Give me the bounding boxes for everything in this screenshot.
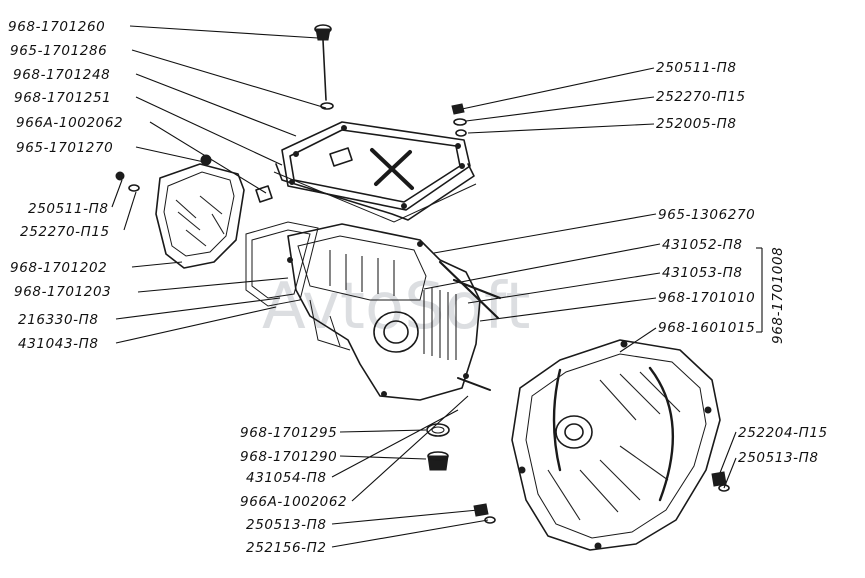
label-r2: 252270-П15 <box>656 89 746 105</box>
leader-r8 <box>619 327 657 353</box>
label-r6: 431053-П8 <box>662 265 743 281</box>
labels-left: 968-1701260 965-1701286 968-1701248 968-… <box>8 19 123 352</box>
leader-r4 <box>433 213 657 254</box>
labels-right: 250511-П8 252270-П15 252005-П8 965-13062… <box>656 60 828 466</box>
leader-l6 <box>135 146 205 163</box>
label-l6: 965-1701270 <box>16 140 113 156</box>
leader-r2 <box>465 96 655 122</box>
main-housing-part <box>287 223 502 401</box>
gasket-part <box>245 221 319 307</box>
leader-b5 <box>331 509 479 525</box>
group-label: 968-1701008 <box>770 247 786 344</box>
label-b3: 431054-П8 <box>246 470 327 486</box>
leader-r9 <box>717 431 737 479</box>
label-r7: 968-1701010 <box>658 290 755 306</box>
leader-r5 <box>423 243 661 290</box>
label-l9: 968-1701202 <box>10 260 107 276</box>
leader-l10 <box>137 277 289 293</box>
leader-r7 <box>479 297 657 322</box>
leader-l7 <box>111 179 123 208</box>
label-l11: 216330-П8 <box>18 312 99 328</box>
leader-l1 <box>129 25 319 39</box>
label-b4: 966А-1002062 <box>240 494 347 510</box>
leader-b3 <box>331 409 459 478</box>
leader-r3 <box>467 123 655 134</box>
label-b1: 968-1701295 <box>240 425 337 441</box>
label-l8: 252270-П15 <box>20 224 110 240</box>
label-r8: 968-1601015 <box>658 320 755 336</box>
label-l4: 968-1701251 <box>14 90 111 106</box>
leader-b4 <box>351 395 469 502</box>
labels-bottom: 968-1701295 968-1701290 431054-П8 966А-1… <box>240 425 347 556</box>
label-r9: 252204-П15 <box>738 425 828 441</box>
group-bracket: 968-1701008 <box>756 247 786 344</box>
label-b5: 250513-П8 <box>246 517 327 533</box>
dipstick-part <box>314 24 334 110</box>
leader-l8 <box>123 191 137 231</box>
leader-b1 <box>339 429 427 433</box>
label-r5: 431052-П8 <box>662 237 743 253</box>
leader-l4 <box>135 96 283 166</box>
leader-r1 <box>461 67 655 110</box>
label-l2: 965-1701286 <box>10 43 107 59</box>
leader-b6 <box>331 519 489 548</box>
leader-l3 <box>135 73 297 137</box>
label-l3: 968-1701248 <box>13 67 110 83</box>
leader-lines <box>111 25 737 548</box>
label-l12: 431043-П8 <box>18 336 99 352</box>
label-l7: 250511-П8 <box>28 201 109 217</box>
label-l1: 968-1701260 <box>8 19 105 35</box>
label-r4: 965-1306270 <box>658 207 755 223</box>
watermark: AvtoSoft <box>262 270 530 344</box>
clutch-housing-part <box>511 339 730 551</box>
leader-l2 <box>131 49 327 109</box>
label-b2: 968-1701290 <box>240 449 337 465</box>
label-l5: 966А-1002062 <box>16 115 123 131</box>
label-l10: 968-1701203 <box>14 284 111 300</box>
leader-l12 <box>115 306 277 344</box>
leader-l9 <box>131 261 183 268</box>
label-r3: 252005-П8 <box>656 116 737 132</box>
top-cover-part <box>273 121 477 223</box>
nut-washer-upper <box>451 103 467 137</box>
seal-plug-part <box>426 423 496 524</box>
leader-l11 <box>115 297 281 320</box>
leader-b2 <box>339 455 427 460</box>
label-r1: 250511-П8 <box>656 60 737 76</box>
label-b6: 252156-П2 <box>246 540 327 556</box>
rear-cover-part <box>115 154 273 269</box>
label-r10: 250513-П8 <box>738 450 819 466</box>
